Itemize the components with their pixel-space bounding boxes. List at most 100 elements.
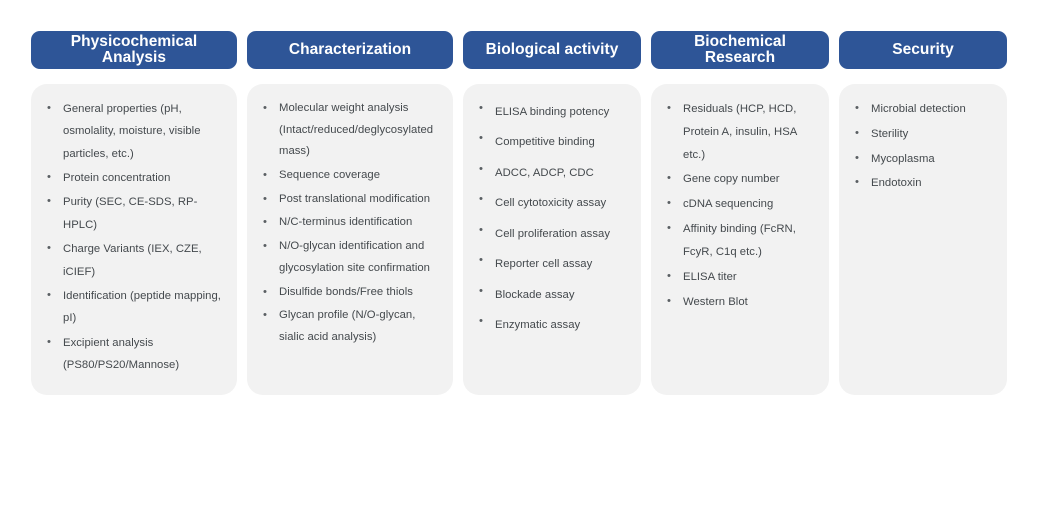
- list-item: • ELISA titer: [659, 266, 819, 289]
- column-header-biological-activity[interactable]: Biological activity: [463, 31, 641, 69]
- list-item-label: Cell cytotoxicity assay: [495, 197, 607, 210]
- list-item-label: Disulfide bonds/Free thiols: [279, 285, 413, 298]
- list-item: • Reporter cell assay: [471, 250, 631, 278]
- list-item-label: N/O-glycan identification and glycosylat…: [279, 240, 430, 274]
- bullet-icon: •: [47, 288, 51, 301]
- bullet-list-physicochemical-analysis: • General properties (pH, osmolality, mo…: [39, 98, 227, 376]
- list-item: • Identification (peptide mapping, pI): [39, 285, 227, 330]
- list-item: • Cell proliferation assay: [471, 220, 631, 248]
- list-item: • Gene copy number: [659, 168, 819, 191]
- list-item-label: Glycan profile (N/O-glycan, sialic acid …: [279, 309, 416, 343]
- list-item-label: Competitive binding: [495, 136, 595, 149]
- category-column-biochemical-research: Biochemical Research • Residuals (HCP, H…: [651, 31, 829, 395]
- list-item-label: ELISA binding potency: [495, 106, 610, 118]
- bullet-icon: •: [479, 223, 483, 236]
- list-item: • Post translational modification: [255, 189, 443, 211]
- list-item-label: Endotoxin: [871, 177, 922, 190]
- list-item-label: Post translational modification: [279, 192, 431, 205]
- category-column-biological-activity: Biological activity • ELISA binding pote…: [463, 31, 641, 395]
- bullet-icon: •: [855, 176, 859, 189]
- bullet-icon: •: [47, 171, 51, 184]
- bullet-icon: •: [263, 192, 267, 205]
- list-item: • Molecular weight analysis (Intact/redu…: [255, 98, 443, 163]
- bullet-icon: •: [263, 285, 267, 298]
- column-header-physicochemical-analysis[interactable]: Physicochemical Analysis: [31, 31, 237, 69]
- bullet-icon: •: [667, 172, 671, 185]
- column-header-biochemical-research[interactable]: Biochemical Research: [651, 31, 829, 69]
- list-item: • Mycoplasma: [847, 148, 997, 171]
- bullet-icon: •: [479, 284, 483, 297]
- column-body-biological-activity: • ELISA binding potency • Competitive bi…: [463, 84, 641, 395]
- list-item: • cDNA sequencing: [659, 193, 819, 216]
- bullet-icon: •: [667, 197, 671, 210]
- list-item-label: Molecular weight analysis (Intact/reduce…: [279, 102, 434, 158]
- list-item: • Endotoxin: [847, 172, 997, 195]
- list-item-label: Reporter cell assay: [495, 258, 593, 271]
- list-item-label: Enzymatic assay: [495, 319, 581, 332]
- bullet-icon: •: [47, 102, 51, 114]
- bullet-icon: •: [479, 193, 483, 206]
- bullet-icon: •: [47, 242, 51, 255]
- column-body-security: • Microbial detection • Sterility • Myco…: [839, 84, 1007, 395]
- bullet-icon: •: [479, 254, 483, 267]
- list-item: • Competitive binding: [471, 128, 631, 156]
- list-item: • Glycan profile (N/O-glycan, sialic aci…: [255, 305, 443, 348]
- category-column-physicochemical-analysis: Physicochemical Analysis • General prope…: [31, 31, 237, 395]
- list-item: • Affinity binding (FcRN, FcyR, C1q etc.…: [659, 218, 819, 264]
- bullet-icon: •: [263, 169, 267, 182]
- column-header-characterization[interactable]: Characterization: [247, 31, 453, 69]
- list-item-label: Western Blot: [683, 295, 748, 308]
- list-item: • Cell cytotoxicity assay: [471, 189, 631, 217]
- list-item: • Sterility: [847, 123, 997, 146]
- bullet-icon: •: [667, 102, 671, 114]
- list-item-label: ELISA titer: [683, 270, 737, 283]
- list-item: • Residuals (HCP, HCD, Protein A, insuli…: [659, 98, 819, 166]
- list-item-label: Charge Variants (IEX, CZE, iCIEF): [63, 243, 202, 278]
- list-item-label: cDNA sequencing: [683, 198, 774, 211]
- list-item: • Disulfide bonds/Free thiols: [255, 282, 443, 304]
- bullet-icon: •: [855, 151, 859, 164]
- list-item: • Enzymatic assay: [471, 311, 631, 339]
- list-item-label: Identification (peptide mapping, pI): [63, 289, 221, 325]
- bullet-list-biochemical-research: • Residuals (HCP, HCD, Protein A, insuli…: [659, 98, 819, 313]
- list-item: • Purity (SEC, CE-SDS, RP-HPLC): [39, 191, 227, 236]
- list-item-label: Cell proliferation assay: [495, 227, 610, 240]
- bullet-list-characterization: • Molecular weight analysis (Intact/redu…: [255, 98, 443, 349]
- list-item-label: Gene copy number: [683, 173, 780, 186]
- category-column-security: Security • Microbial detection • Sterili…: [839, 31, 1007, 395]
- list-item-label: Purity (SEC, CE-SDS, RP-HPLC): [63, 196, 198, 231]
- list-item: • Sequence coverage: [255, 165, 443, 187]
- list-item-label: Affinity binding (FcRN, FcyR, C1q etc.): [683, 223, 796, 258]
- bullet-list-biological-activity: • ELISA binding potency • Competitive bi…: [471, 98, 631, 340]
- bullet-icon: •: [263, 102, 267, 114]
- column-header-security[interactable]: Security: [839, 31, 1007, 69]
- list-item-label: Residuals (HCP, HCD, Protein A, insulin,…: [683, 103, 797, 161]
- bullet-icon: •: [855, 126, 859, 139]
- list-item: • N/O-glycan identification and glycosyl…: [255, 236, 443, 279]
- list-item-label: Sequence coverage: [279, 169, 381, 182]
- bullet-icon: •: [667, 294, 671, 307]
- list-item-label: Sterility: [871, 127, 909, 140]
- bullet-icon: •: [479, 102, 483, 114]
- bullet-icon: •: [263, 309, 267, 322]
- bullet-icon: •: [667, 269, 671, 282]
- list-item: • Charge Variants (IEX, CZE, iCIEF): [39, 238, 227, 283]
- list-item-label: General properties (pH, osmolality, mois…: [63, 103, 201, 160]
- list-item: • General properties (pH, osmolality, mo…: [39, 98, 227, 165]
- column-body-physicochemical-analysis: • General properties (pH, osmolality, mo…: [31, 84, 237, 395]
- bullet-icon: •: [479, 315, 483, 328]
- list-item: • Protein concentration: [39, 167, 227, 189]
- list-item: • ADCC, ADCP, CDC: [471, 159, 631, 187]
- bullet-list-security: • Microbial detection • Sterility • Myco…: [847, 98, 997, 195]
- bullet-icon: •: [479, 132, 483, 145]
- list-item: • Western Blot: [659, 291, 819, 314]
- list-item: • ELISA binding potency: [471, 98, 631, 126]
- list-item-label: Protein concentration: [63, 172, 171, 185]
- bullet-icon: •: [855, 102, 859, 114]
- column-body-characterization: • Molecular weight analysis (Intact/redu…: [247, 84, 453, 395]
- category-column-characterization: Characterization • Molecular weight anal…: [247, 31, 453, 395]
- column-body-biochemical-research: • Residuals (HCP, HCD, Protein A, insuli…: [651, 84, 829, 395]
- list-item: • N/C-terminus identification: [255, 212, 443, 234]
- bullet-icon: •: [263, 216, 267, 229]
